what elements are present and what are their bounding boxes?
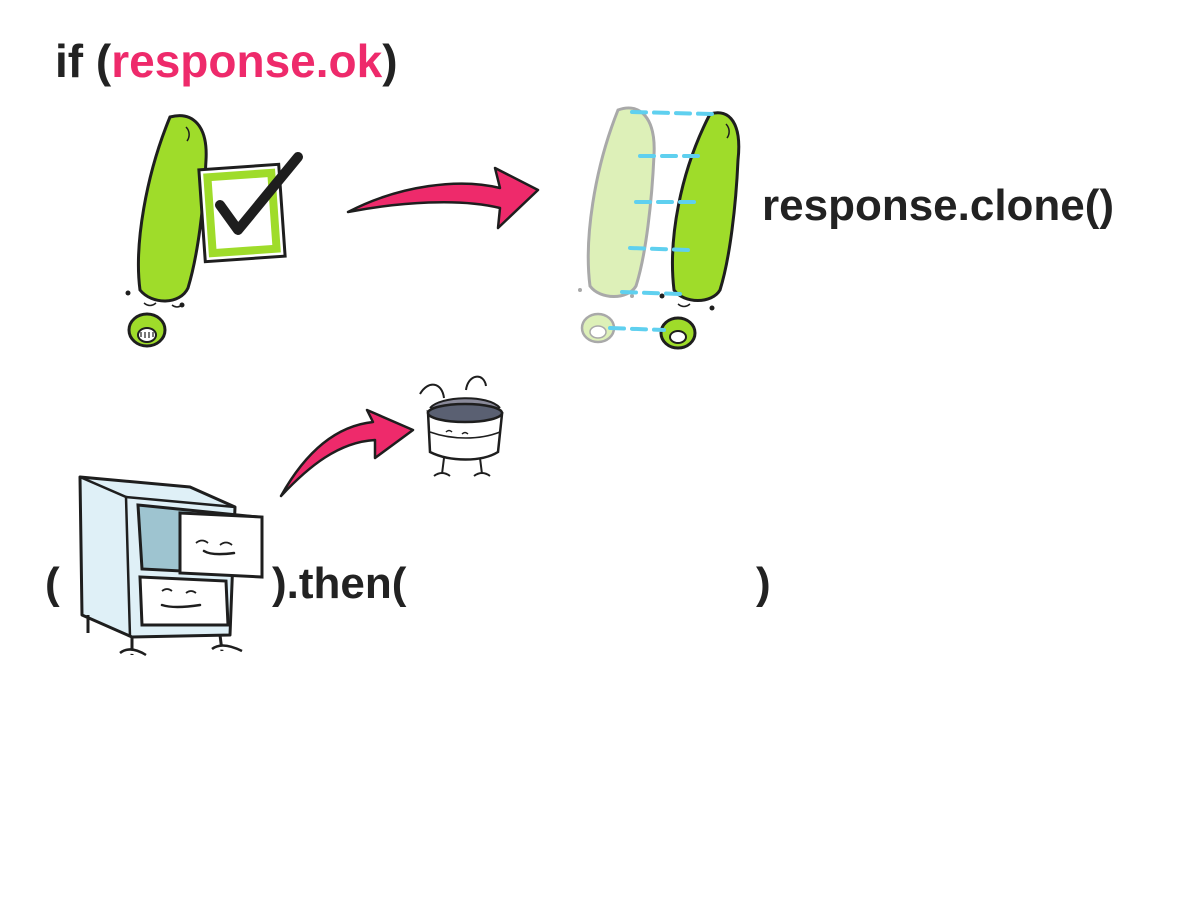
open-can-illustration <box>419 375 504 477</box>
checkbox-frame <box>197 162 287 264</box>
clone-illustration <box>578 106 741 350</box>
if-keyword: if ( <box>55 35 112 87</box>
then-text: ).then( <box>272 559 407 608</box>
response-ok-text: response.ok <box>111 35 383 87</box>
close-paren: ) <box>756 559 771 608</box>
filing-cabinet-illustration <box>78 475 264 657</box>
open-paren: ( <box>45 559 60 608</box>
curved-arrow-top <box>346 166 540 230</box>
check-icon <box>215 152 303 235</box>
exclamation-check-illustration <box>125 114 303 348</box>
condition-line: if (response.ok) <box>55 38 398 84</box>
closing-paren: ) <box>382 35 398 87</box>
clone-label: response.clone() <box>762 181 1115 230</box>
curved-arrow-bottom <box>279 408 415 498</box>
